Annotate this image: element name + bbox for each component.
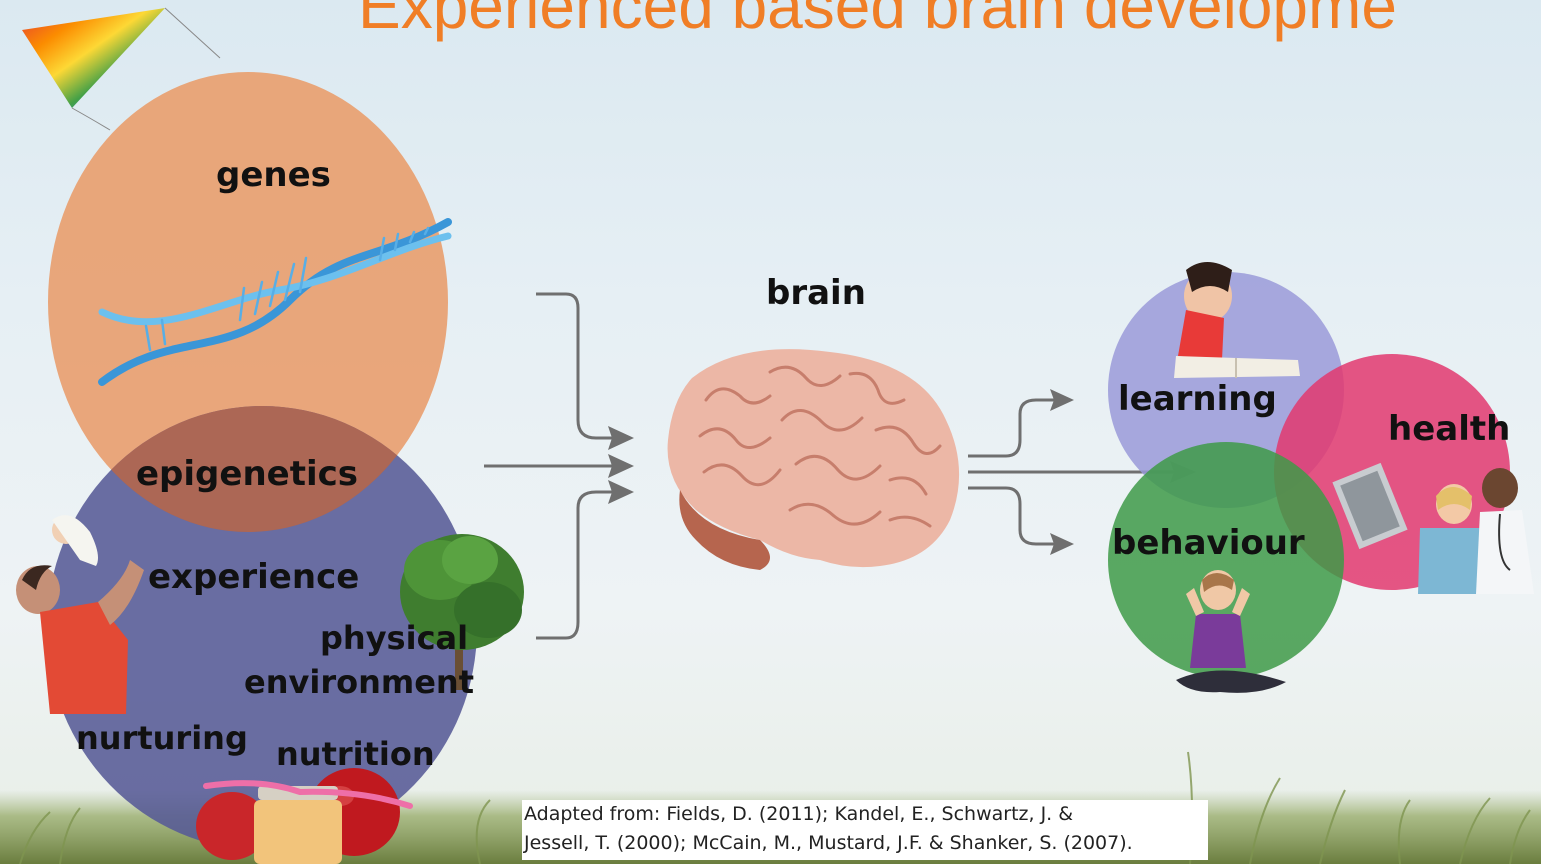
behaviour-circle <box>1108 442 1344 678</box>
kite-icon <box>22 7 221 131</box>
genes-circle <box>48 72 448 532</box>
environment-circle <box>47 406 477 850</box>
behaviour-arrow <box>968 486 1054 546</box>
learning-arrow <box>968 398 1054 458</box>
slide-title: Experienced based brain developme <box>358 0 1397 42</box>
nurturing-label: nurturing <box>76 719 248 757</box>
citation-line-1: Adapted from: Fields, D. (2011); Kandel,… <box>524 803 1074 825</box>
physical-label: physical <box>320 619 469 657</box>
nutrition-label: nutrition <box>276 735 435 773</box>
environment-label: environment <box>244 663 474 701</box>
brain-label: brain <box>766 273 866 313</box>
epigenetics-label: epigenetics <box>136 454 359 494</box>
behaviour-label: behaviour <box>1112 523 1305 563</box>
genes-label: genes <box>216 155 331 195</box>
health-label: health <box>1388 409 1511 449</box>
citation-line-2: Jessell, T. (2000); McCain, M., Mustard,… <box>524 832 1133 854</box>
experience-label: experience <box>148 557 360 597</box>
citation-box: Adapted from: Fields, D. (2011); Kandel,… <box>522 800 1208 860</box>
learning-label: learning <box>1118 379 1277 419</box>
physical-arrow <box>536 490 614 640</box>
genes-arrow <box>536 292 614 440</box>
